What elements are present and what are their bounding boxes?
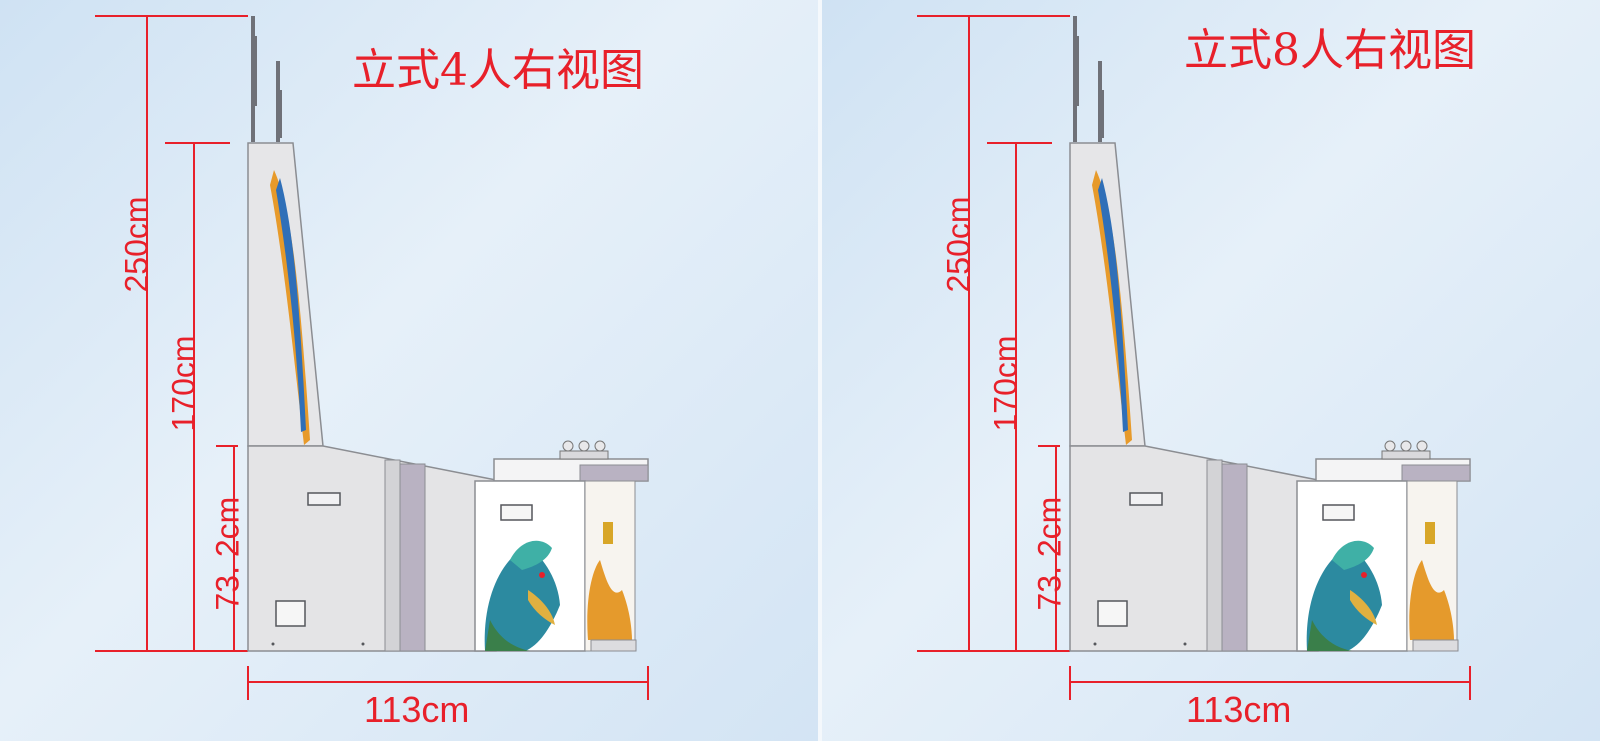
view-panel-8-player: 立式8人右视图 250cm 170cm 73. 2cm 113cm xyxy=(822,0,1600,741)
marquee-posts xyxy=(251,16,282,142)
joystick-icon xyxy=(1381,440,1431,460)
dimension-table-height: 73. 2cm xyxy=(1031,496,1068,611)
dragon-artwork xyxy=(1306,540,1382,651)
coin-slot-icon xyxy=(1322,504,1355,521)
marquee-posts xyxy=(1073,16,1104,142)
dimension-cabinet-height: 170cm xyxy=(987,335,1024,432)
dimension-cabinet-height: 170cm xyxy=(165,335,202,432)
vent-slot xyxy=(1129,492,1163,506)
access-panel xyxy=(1097,600,1128,627)
dimension-lines xyxy=(95,15,649,700)
dimension-depth: 113cm xyxy=(364,689,470,730)
dimension-lines xyxy=(917,15,1471,700)
machine-side-view-4-player xyxy=(95,15,649,700)
side-panel xyxy=(399,463,426,652)
view-title: 立式8人右视图 xyxy=(1184,25,1476,76)
divider xyxy=(818,0,824,741)
view-title: 立式4人右视图 xyxy=(352,45,644,96)
joystick-icon xyxy=(559,440,609,460)
back-tower xyxy=(247,142,324,447)
side-panel xyxy=(1221,463,1248,652)
machine-side-view-8-player xyxy=(917,15,1471,700)
dimension-depth: 113cm xyxy=(1186,689,1292,730)
dimension-total-height: 250cm xyxy=(118,196,155,293)
flame-artwork xyxy=(587,560,632,640)
view-panel-4-player: 立式4人右视图 250cm 170cm 73. 2cm 113cm xyxy=(0,0,822,741)
vent-slot xyxy=(307,492,341,506)
dragon-artwork xyxy=(484,540,560,651)
access-panel xyxy=(275,600,306,627)
coin-slot-icon xyxy=(500,504,533,521)
dimension-total-height: 250cm xyxy=(940,196,977,293)
flame-artwork xyxy=(1409,560,1454,640)
dimension-table-height: 73. 2cm xyxy=(209,496,246,611)
back-tower xyxy=(1069,142,1146,447)
